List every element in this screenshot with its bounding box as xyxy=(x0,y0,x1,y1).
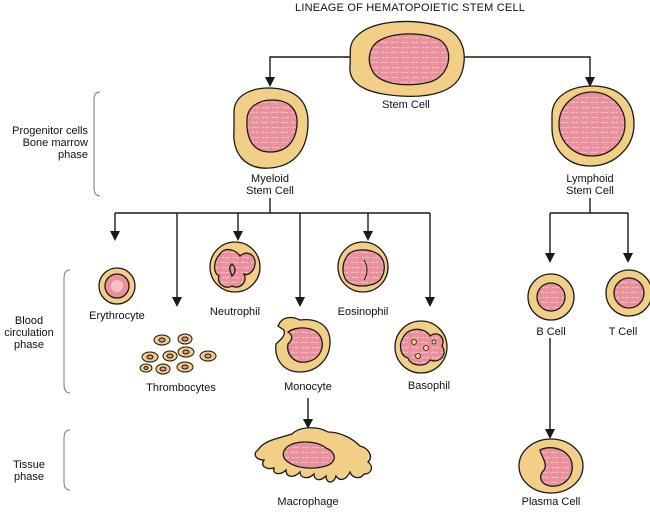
phase-label-line: Blood xyxy=(14,315,44,327)
label-b-cell: B Cell xyxy=(536,326,566,338)
label-neutrophil: Neutrophil xyxy=(209,306,261,318)
eosinophil-cell xyxy=(337,241,389,293)
connectors xyxy=(110,56,633,439)
neutrophil-cell xyxy=(209,241,261,293)
label-monocyte: Monocyte xyxy=(284,381,332,393)
stem-cell xyxy=(349,20,465,98)
phase-label-line: phase xyxy=(58,149,88,161)
label-line: Lymphoid xyxy=(566,173,614,185)
bracket-blood xyxy=(63,269,71,394)
phase-label-progenitor: Progenitor cells Bone marrow phase xyxy=(2,125,88,161)
bracket-progenitor xyxy=(93,91,101,197)
stem-to-myeloid-arrow xyxy=(265,56,352,87)
basophil-cell xyxy=(394,320,448,374)
phase-label-line: circulation xyxy=(4,327,54,339)
phase-label-tissue: Tissue phase xyxy=(2,459,56,483)
label-erythrocyte: Erythrocyte xyxy=(89,310,145,322)
label-lymphoid-stem-cell: Lymphoid Stem Cell xyxy=(552,173,628,197)
phase-label-line: Bone marrow xyxy=(22,137,88,149)
monocyte-cell xyxy=(275,316,331,373)
label-thrombocytes: Thrombocytes xyxy=(146,382,216,394)
label-stem-cell: Stem Cell xyxy=(382,99,430,111)
label-macrophage: Macrophage xyxy=(277,496,339,508)
plasma-cell xyxy=(518,438,584,494)
phase-label-blood: Blood circulation phase xyxy=(2,315,56,351)
bracket-tissue xyxy=(63,429,71,491)
phase-label-line: Progenitor cells xyxy=(12,125,88,137)
label-basophil: Basophil xyxy=(407,380,451,392)
diagram-title: LINEAGE OF HEMATOPOIETIC STEM CELL xyxy=(295,2,526,14)
thrombocytes-cells xyxy=(139,333,217,375)
phase-label-line: Tissue xyxy=(13,459,45,471)
myeloid-stem-cell xyxy=(233,87,309,169)
stem-to-lymphoid-arrow xyxy=(462,56,595,87)
phase-label-line: phase xyxy=(14,339,44,351)
phase-label-line: phase xyxy=(14,471,44,483)
label-t-cell: T Cell xyxy=(608,326,638,338)
label-eosinophil: Eosinophil xyxy=(337,306,389,318)
label-myeloid-stem-cell: Myeloid Stem Cell xyxy=(232,173,308,197)
label-line: Stem Cell xyxy=(566,185,614,197)
b-cell xyxy=(527,273,575,321)
erythrocyte-cell xyxy=(98,267,136,305)
macrophage-cell xyxy=(254,427,373,483)
lymphoid-stem-cell xyxy=(551,85,635,167)
label-line: Stem Cell xyxy=(246,185,294,197)
t-cell xyxy=(605,269,650,317)
phase-brackets xyxy=(63,91,101,491)
label-line: Myeloid xyxy=(251,173,289,185)
label-plasma-cell: Plasma Cell xyxy=(521,496,581,508)
